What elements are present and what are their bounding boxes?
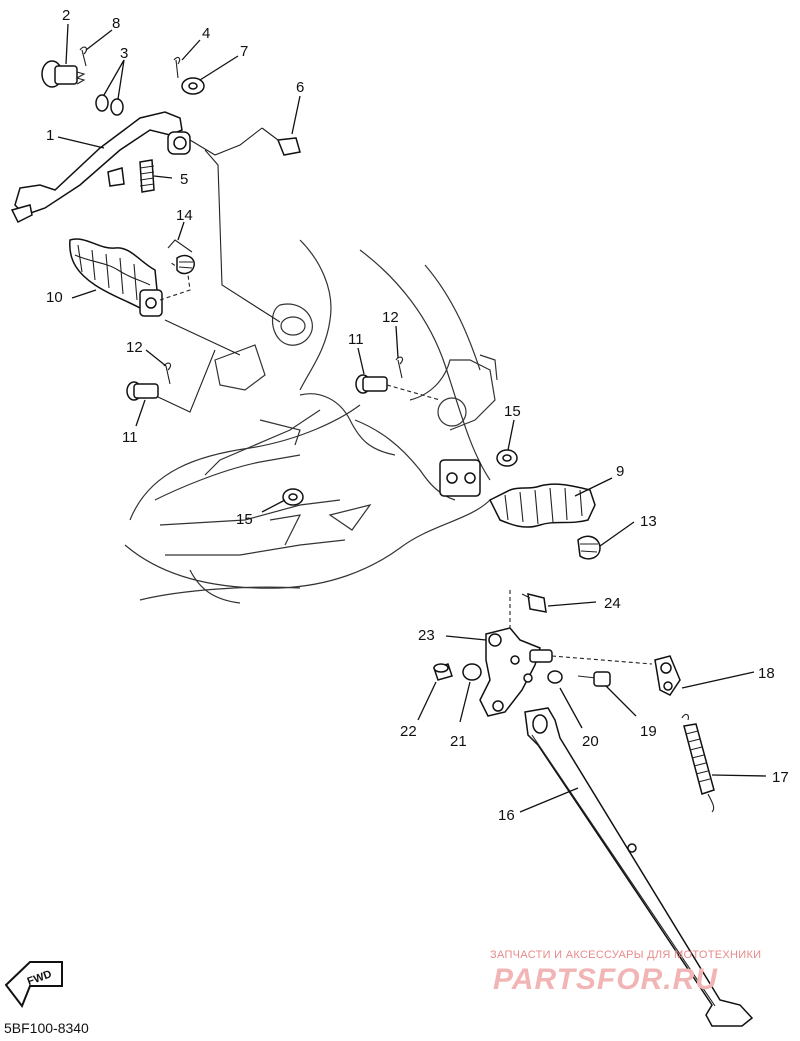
- brake-rod: [204, 149, 281, 323]
- callout-1: 1: [46, 127, 54, 144]
- cotter-pin-4: [173, 56, 181, 79]
- callout-5: 5: [180, 171, 188, 188]
- fwd-arrow-icon: FWD: [4, 961, 63, 1009]
- footrest-spring-13: [577, 535, 601, 560]
- callout-10: 10: [46, 289, 63, 306]
- callout-labels: 1 2 3 4 5 6 7 8 9 10 11 11 12 12 13 14 1…: [46, 7, 789, 824]
- footrest-mount-line: [157, 319, 241, 413]
- callout-13: 13: [640, 513, 657, 530]
- o-rings: [95, 94, 124, 116]
- callout-11-right: 11: [348, 331, 364, 348]
- diagram-code: 5BF100-8340: [4, 1020, 89, 1036]
- engine-frame-outline: [124, 239, 498, 604]
- callout-24: 24: [604, 595, 621, 612]
- pin-12-right: [395, 356, 404, 379]
- pivot-bolt: [41, 60, 86, 88]
- bushing-15-lower: [282, 488, 304, 506]
- callout-2: 2: [62, 7, 70, 24]
- callout-8: 8: [112, 15, 120, 32]
- clevis-pin-6: [261, 127, 301, 156]
- left-footrest: [69, 238, 191, 317]
- callout-18: 18: [758, 665, 775, 682]
- watermark-tagline: ЗАПЧАСТИ И АКСЕССУАРЫ ДЛЯ МОТОТЕХНИКИ: [490, 949, 762, 961]
- footrest-spring-14: [167, 239, 195, 275]
- pin-8: [79, 46, 88, 67]
- leader-lines: [57, 23, 767, 813]
- bushing-15-upper: [496, 449, 518, 467]
- callout-9: 9: [616, 463, 624, 480]
- bolt-11-right: [355, 374, 441, 401]
- callout-4: 4: [202, 25, 210, 42]
- plate-18: [654, 655, 681, 696]
- collar-22: [433, 663, 453, 681]
- callout-23: 23: [418, 627, 435, 644]
- watermark-logo: PARTSFOR.RU: [493, 963, 718, 996]
- sidestand-16: [524, 707, 754, 1027]
- callout-6: 6: [296, 79, 304, 96]
- callout-17: 17: [772, 769, 789, 786]
- callout-19: 19: [640, 723, 657, 740]
- pin-12-left: [163, 362, 172, 385]
- right-footrest: [439, 459, 596, 528]
- callout-14: 14: [176, 207, 193, 224]
- sidestand-bracket-23: [479, 627, 541, 717]
- sidestand-bolt-20: [529, 649, 653, 684]
- callout-22: 22: [400, 723, 417, 740]
- callout-11-left: 11: [122, 429, 138, 446]
- return-spring-5: [139, 159, 155, 193]
- callout-12-right: 12: [382, 309, 399, 326]
- sidestand-spring-17: [681, 713, 715, 813]
- washer-7: [181, 77, 205, 95]
- bushing-21: [462, 663, 482, 681]
- callout-21: 21: [450, 733, 467, 750]
- callout-3: 3: [120, 45, 128, 62]
- callout-15-upper: 15: [504, 403, 521, 420]
- callout-7: 7: [240, 43, 248, 60]
- callout-20: 20: [582, 733, 599, 750]
- bolt-19: [577, 671, 611, 687]
- callout-12-left: 12: [126, 339, 143, 356]
- bolt-11-left: [126, 381, 159, 401]
- brake-pedal: [10, 111, 263, 224]
- bolt-24: [509, 590, 547, 630]
- callout-16: 16: [498, 807, 515, 824]
- callout-15-lower: 15: [236, 511, 253, 528]
